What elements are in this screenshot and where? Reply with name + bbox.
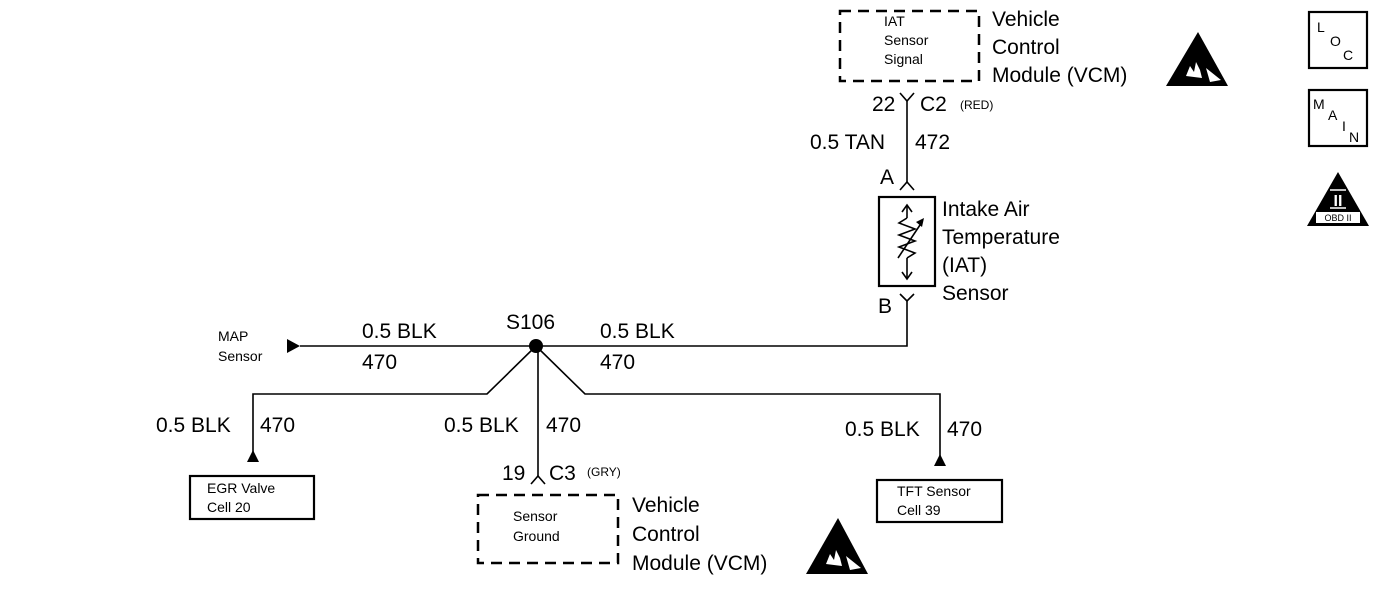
obd-label: OBD II (1324, 213, 1351, 223)
tft-arrow-icon (934, 454, 946, 466)
vcm-bottom-module-label-1: Vehicle (632, 494, 700, 517)
connector-c2: 22 C2 (RED) (872, 92, 993, 182)
main-box[interactable] (1307, 88, 1369, 148)
map-sensor-label-2: Sensor (218, 348, 263, 364)
loc-letter-c: C (1343, 47, 1353, 63)
esd-warning-icon (1166, 32, 1228, 86)
main-letter-m: M (1313, 96, 1325, 112)
map-wire-circuit: 470 (362, 351, 397, 374)
sensor-ground-label-1: Sensor (513, 508, 558, 524)
splice-label: S106 (506, 311, 555, 334)
vcm-top-module-label-3: Module (VCM) (992, 64, 1127, 87)
c2-pin-number: 22 (872, 93, 895, 116)
c3-pin-number: 19 (502, 462, 525, 485)
iat-label-1: Intake Air (942, 198, 1030, 221)
vcm-bottom-dashed-box (476, 493, 620, 565)
loc-letter-l: L (1317, 19, 1325, 35)
vcm-bottom-module-label-2: Control (632, 523, 700, 546)
iat-terminal-b: B (878, 295, 892, 318)
main-letter-a: A (1328, 107, 1338, 123)
vcm-bottom: Sensor Ground Vehicle Control Module (VC… (476, 493, 868, 575)
tft-sensor-box (875, 478, 1004, 524)
iat-ground-wire-gauge: 0.5 BLK (600, 320, 675, 343)
loc-box[interactable] (1307, 10, 1369, 70)
egr-valve-box (188, 474, 316, 521)
main-letter-n: N (1349, 129, 1359, 145)
map-arrow-icon (287, 339, 300, 353)
esd-warning-icon (806, 518, 868, 574)
thermistor-icon (896, 203, 924, 281)
wire-iat-ground (536, 301, 908, 347)
iat-sensor: A B Intake Air Temperature (IAT) Sensor (877, 166, 1060, 318)
loc-button[interactable]: L O C (1307, 10, 1369, 70)
c3-connector-color: (GRY) (587, 465, 621, 479)
vcm-top-module-label-2: Control (992, 36, 1060, 59)
obd-ii-button[interactable]: II OBD II (1307, 172, 1369, 226)
c2-connector-color: (RED) (960, 98, 993, 112)
iat-label-2: Temperature (942, 226, 1060, 249)
iat-signal-label-2: Sensor (884, 32, 929, 48)
iat-terminal-a: A (880, 166, 894, 189)
signal-wire-circuit: 472 (915, 131, 950, 154)
tft-wire-circuit: 470 (947, 418, 982, 441)
ground-wire-circuit: 470 (546, 414, 581, 437)
main-letter-i: I (1342, 118, 1346, 134)
main-button[interactable]: M A I N (1307, 88, 1369, 148)
connector-c3 (530, 474, 546, 485)
iat-label-4: Sensor (942, 282, 1009, 305)
obd-numeral: II (1334, 193, 1343, 210)
iat-signal-label-3: Signal (884, 51, 923, 67)
tft-box-label-2: Cell 39 (897, 502, 941, 518)
iat-label-3: (IAT) (942, 254, 987, 277)
vcm-top-dashed-box (838, 9, 981, 83)
iat-signal-label-1: IAT (884, 13, 905, 29)
tft-wire-gauge: 0.5 BLK (845, 418, 920, 441)
egr-wire-gauge: 0.5 BLK (156, 414, 231, 437)
egr-box-label-1: EGR Valve (207, 480, 275, 496)
loc-letter-o: O (1330, 33, 1341, 49)
map-wire-gauge: 0.5 BLK (362, 320, 437, 343)
c3-connector-label: C3 (549, 462, 576, 485)
c2-connector-label: C2 (920, 93, 947, 116)
vcm-top: IAT Sensor Signal Vehicle Control Module… (838, 8, 1228, 87)
wire-egr (252, 345, 537, 452)
signal-wire-gauge: 0.5 TAN (810, 131, 885, 154)
map-sensor-label-1: MAP (218, 328, 248, 344)
egr-box-label-2: Cell 20 (207, 499, 251, 515)
sensor-ground-label-2: Ground (513, 528, 560, 544)
ground-wire-gauge: 0.5 BLK (444, 414, 519, 437)
vcm-bottom-module-label-3: Module (VCM) (632, 552, 767, 575)
wire-tft (535, 345, 941, 456)
egr-wire-circuit: 470 (260, 414, 295, 437)
egr-arrow-icon (247, 450, 259, 462)
iat-ground-wire-circuit: 470 (600, 351, 635, 374)
tft-box-label-1: TFT Sensor (897, 483, 971, 499)
vcm-top-module-label-1: Vehicle (992, 8, 1060, 31)
